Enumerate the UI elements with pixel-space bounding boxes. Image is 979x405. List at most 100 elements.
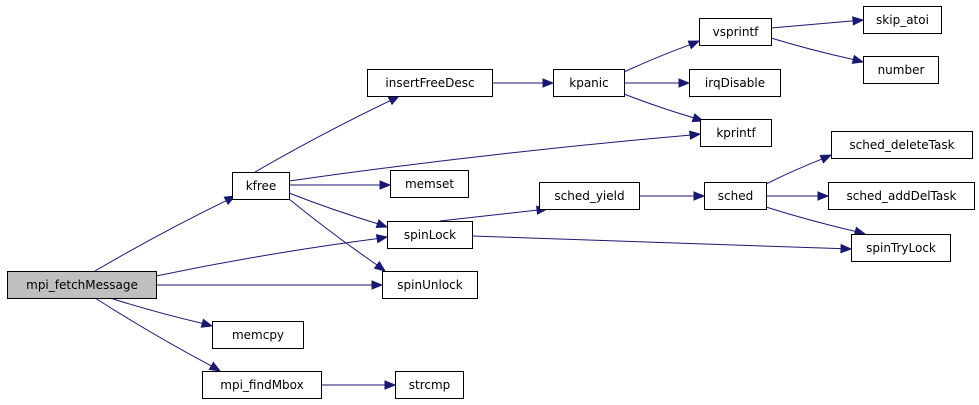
arrowhead-icon	[379, 180, 392, 190]
edge-line	[623, 93, 694, 119]
node-label: strcmp	[409, 378, 451, 392]
node-box	[699, 18, 772, 46]
edge-spinLock-to-spinTryLock	[471, 235, 853, 254]
node-box	[202, 371, 322, 399]
node-label: number	[878, 63, 925, 77]
node-box	[367, 69, 493, 97]
node-skip-atoi[interactable]: skip_atoi	[863, 6, 942, 34]
edge-kfree-to-spinLock	[288, 192, 389, 229]
edge-kfree-to-kprintf	[288, 130, 702, 182]
node-strcmp[interactable]: strcmp	[395, 371, 464, 399]
node-box	[831, 131, 973, 159]
node-kprintf[interactable]: kprintf	[700, 119, 772, 147]
edge-vsprintf-to-number	[770, 37, 865, 64]
node-label: insertFreeDesc	[385, 76, 474, 90]
arrowhead-icon	[384, 380, 397, 390]
edge-line	[623, 44, 690, 73]
node-label: memset	[405, 177, 454, 191]
edge-sched-to-sched_addDelTask	[766, 191, 830, 201]
node-box	[395, 371, 464, 399]
node-insertFreeDesc[interactable]: insertFreeDesc	[367, 69, 493, 97]
node-spinUnlock[interactable]: spinUnlock	[382, 271, 478, 299]
node-box	[689, 69, 781, 97]
node-box	[828, 182, 975, 210]
node-mpi-fetchMessage[interactable]: mpi_fetchMessage	[7, 271, 157, 299]
node-sched[interactable]: sched	[704, 182, 767, 210]
arrowhead-icon	[852, 16, 865, 26]
node-label: irqDisable	[705, 76, 765, 90]
nodes-layer: mpi_fetchMessage kfree memcpy mpi_findMbox i…	[7, 6, 975, 399]
node-box	[863, 56, 939, 84]
edge-sched-to-sched_deleteTask	[765, 154, 833, 185]
arrowhead-icon	[375, 234, 389, 244]
edge-mpi_fetchMessage-to-memcpy	[109, 297, 214, 328]
node-label: sched_deleteTask	[849, 138, 954, 152]
node-sched-addDelTask[interactable]: sched_addDelTask	[828, 182, 975, 210]
arrowhead-icon	[387, 95, 401, 106]
edge-spinLock-to-sched_yield	[439, 205, 549, 222]
edge-line	[770, 37, 854, 60]
arrowhead-icon	[371, 280, 384, 290]
node-box	[382, 271, 478, 299]
node-box	[387, 221, 473, 249]
node-mpi-findMbox[interactable]: mpi_findMbox	[202, 371, 322, 399]
node-box	[863, 6, 942, 34]
edge-line	[288, 134, 691, 182]
node-label: vsprintf	[713, 25, 760, 39]
node-box	[539, 182, 640, 210]
edge-line	[109, 297, 203, 324]
edge-kfree-to-memset	[288, 180, 392, 190]
node-label: spinTryLock	[866, 241, 936, 255]
edge-sched-to-spinTryLock	[765, 206, 867, 236]
edge-kpanic-to-vsprintf	[623, 40, 701, 73]
node-box	[700, 119, 772, 147]
edge-vsprintf-to-skip_atoi	[770, 16, 865, 29]
node-label: spinLock	[404, 228, 456, 242]
edge-mpi_fetchMessage-to-spinLock	[155, 234, 389, 277]
node-memset[interactable]: memset	[390, 170, 469, 198]
node-number[interactable]: number	[863, 56, 939, 84]
edge-kpanic-to-kprintf	[623, 93, 705, 123]
arrowhead-icon	[542, 78, 555, 88]
node-kpanic[interactable]: kpanic	[553, 69, 625, 97]
edge-kfree-to-spinUnlock	[288, 198, 387, 272]
node-sched-yield[interactable]: sched_yield	[539, 182, 640, 210]
node-label: mpi_findMbox	[220, 378, 303, 392]
edge-kfree-to-insertFreeDesc	[254, 95, 401, 173]
arrowhead-icon	[819, 154, 833, 164]
arrowhead-icon	[840, 243, 853, 254]
arrowhead-icon	[817, 191, 830, 201]
node-box	[212, 321, 304, 349]
node-spinTryLock[interactable]: spinTryLock	[851, 234, 951, 262]
node-irqDisable[interactable]: irqDisable	[689, 69, 781, 97]
arrowhead-icon	[689, 130, 702, 140]
edge-line	[439, 209, 538, 222]
node-vsprintf[interactable]: vsprintf	[699, 18, 772, 46]
node-memcpy[interactable]: memcpy	[212, 321, 304, 349]
edge-mpi_fetchMessage-to-mpi_findMbox	[94, 297, 222, 372]
edge-line	[770, 20, 854, 29]
edge-line	[94, 297, 212, 367]
edge-sched_yield-to-sched	[639, 191, 706, 201]
edge-line	[288, 192, 378, 225]
node-box	[7, 271, 157, 299]
node-label: skip_atoi	[876, 13, 929, 27]
edge-line	[288, 198, 378, 266]
node-box	[232, 172, 290, 200]
edge-line	[765, 206, 856, 232]
node-label: sched	[718, 189, 753, 203]
node-kfree[interactable]: kfree	[232, 172, 290, 200]
node-label: kfree	[246, 179, 277, 193]
node-sched-deleteTask[interactable]: sched_deleteTask	[831, 131, 973, 159]
node-spinLock[interactable]: spinLock	[387, 221, 473, 249]
edge-line	[94, 200, 227, 272]
arrowhead-icon	[687, 40, 701, 50]
arrowhead-icon	[373, 260, 387, 272]
arrowhead-icon	[200, 318, 214, 328]
edge-mpi_fetchMessage-to-kfree	[94, 195, 237, 272]
edges-layer	[94, 16, 867, 390]
arrowhead-icon	[208, 361, 222, 372]
arrowhead-icon	[375, 219, 389, 229]
edge-line	[765, 158, 823, 185]
